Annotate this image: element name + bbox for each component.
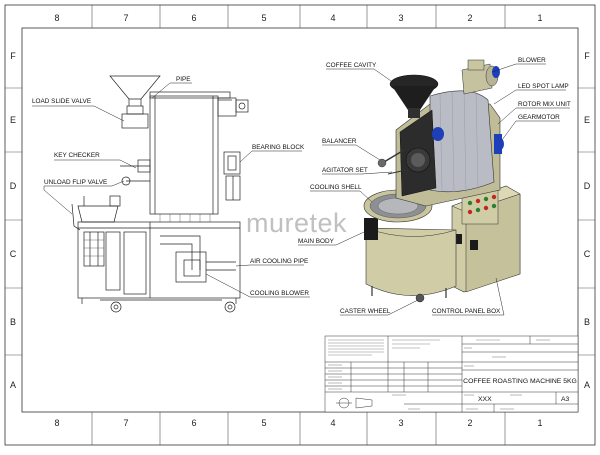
row-label-b: B: [10, 317, 16, 327]
title-block-title: COFFEE ROASTING MACHINE 5KG: [463, 378, 577, 385]
callout-led-spot-lamp: LED SPOT LAMP: [518, 83, 569, 90]
side-view-details: [84, 214, 211, 257]
callout-caster-wheel: CASTER WHEEL: [340, 308, 391, 315]
title-block-dwg-no: XXX: [478, 396, 492, 403]
callout-rotor-mix-unit: ROTOR MIX UNIT: [518, 101, 571, 108]
col-label-2: 2: [467, 13, 472, 23]
left-leaders: [32, 82, 310, 298]
col-label-5: 5: [261, 13, 266, 23]
zone-ticks: [5, 5, 595, 445]
col-label-1-bottom: 1: [537, 418, 542, 428]
title-block: [324, 335, 579, 413]
callout-gearmotor: GEARMOTOR: [518, 114, 560, 121]
col-label-7-bottom: 7: [123, 418, 128, 428]
callout-coffee-cavity: COFFEE CAVITY: [326, 62, 377, 69]
callout-control-panel-box: CONTROL PANEL BOX: [432, 308, 501, 315]
callout-balancer: BALANCER: [322, 138, 357, 145]
col-label-8-bottom: 8: [54, 418, 59, 428]
machine-render: [363, 59, 521, 303]
col-label-5-bottom: 5: [261, 418, 266, 428]
row-label-d: D: [10, 181, 17, 191]
callout-bearing-block: BEARING BLOCK: [252, 144, 305, 151]
callout-blower: BLOWER: [518, 57, 546, 64]
callout-load-slide-valve: LOAD SLIDE VALVE: [32, 98, 91, 105]
watermark-logo: muretek: [246, 208, 347, 238]
col-label-6-bottom: 6: [191, 418, 196, 428]
title-block-fine-print: [328, 339, 550, 410]
col-label-6: 6: [191, 13, 196, 23]
col-label-4: 4: [330, 13, 335, 23]
col-label-4-bottom: 4: [330, 418, 335, 428]
row-label-e-right: E: [584, 115, 590, 125]
col-label-3-bottom: 3: [398, 418, 403, 428]
col-label-1: 1: [537, 13, 542, 23]
row-label-d-right: D: [584, 181, 591, 191]
row-label-c: C: [10, 249, 17, 259]
row-label-f-right: F: [584, 51, 590, 61]
row-label-a-right: A: [584, 380, 590, 390]
row-label-a: A: [10, 380, 16, 390]
col-label-2-bottom: 2: [467, 418, 472, 428]
side-view-drawing: [71, 75, 249, 313]
row-label-b-right: B: [584, 317, 590, 327]
col-label-7: 7: [123, 13, 128, 23]
col-label-3: 3: [398, 13, 403, 23]
right-leaders: [298, 63, 570, 316]
callout-pipe: PIPE: [176, 76, 191, 83]
row-label-c-right: C: [584, 249, 591, 259]
row-label-f: F: [10, 51, 16, 61]
callout-unload-flip-valve: UNLOAD FLIP VALVE: [44, 179, 107, 186]
callout-air-cooling-pipe: AIR COOLING PIPE: [250, 258, 308, 265]
col-label-8: 8: [54, 13, 59, 23]
callout-cooling-shell: COOLING SHELL: [310, 184, 362, 191]
callout-main-body: MAIN BODY: [298, 238, 335, 245]
title-block-size: A3: [561, 396, 570, 403]
callout-key-checker: KEY CHECKER: [54, 152, 100, 159]
callout-agitator-set: AGITATOR SET: [322, 167, 368, 174]
row-label-e: E: [10, 115, 16, 125]
callout-cooling-blower: COOLING BLOWER: [250, 290, 309, 297]
